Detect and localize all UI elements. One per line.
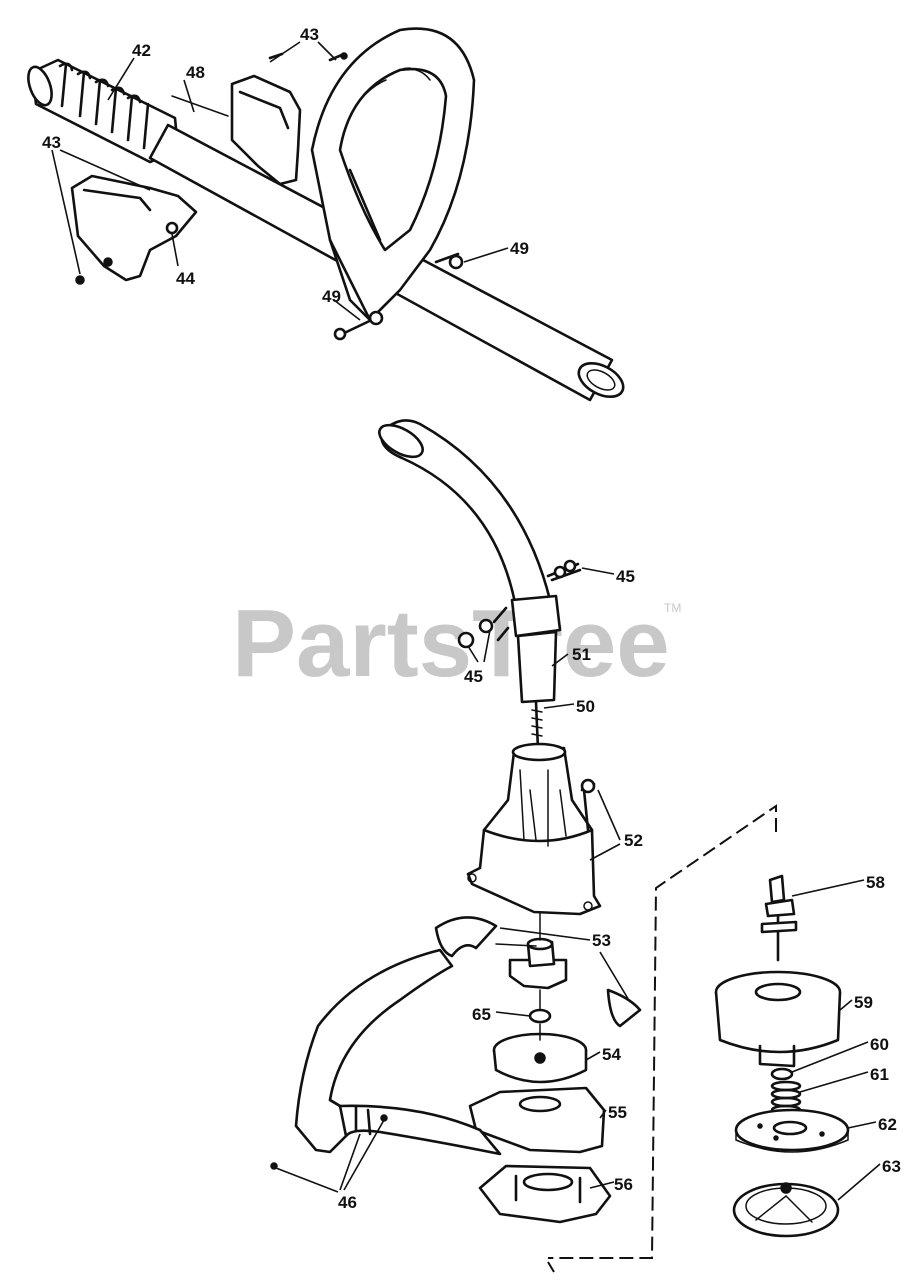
callout-60: 60 [870,1035,889,1054]
callout-45-left: 45 [464,667,483,686]
callout-49-left: 49 [322,287,341,306]
sleeve-51 [516,630,558,704]
spool-59 [714,970,842,1068]
handle-clamp-right [230,52,348,186]
callout-42: 42 [132,41,151,60]
right-leader-lines [791,879,881,1201]
callout-44: 44 [176,269,195,288]
watermark-text: PartsTree [232,590,670,697]
bolt-49-left [333,310,384,341]
cap-63 [732,1182,840,1238]
handle-clamp-left [70,174,198,285]
lower-shaft-assembly [270,419,642,1224]
callout-58: 58 [866,873,885,892]
clutch-53 [434,916,642,1028]
callout-50: 50 [576,697,595,716]
nut-43-left [75,275,85,285]
callout-53: 53 [592,931,611,950]
tube-collar [510,594,562,638]
callout-49-right: 49 [510,239,529,258]
callout-51: 51 [572,645,591,664]
debris-guard [270,948,502,1170]
callout-46: 46 [338,1193,357,1212]
drive-shaft-50 [534,700,540,752]
screws-45-top [546,559,582,582]
washer-65 [528,1008,552,1024]
callout-52: 52 [624,831,643,850]
drum-54 [492,1032,588,1084]
callout-43-left: 43 [42,133,61,152]
callout-61: 61 [870,1065,889,1084]
plate-55 [468,1086,606,1154]
plate-56 [478,1164,612,1224]
callout-45-top: 45 [616,567,635,586]
handle-assembly [27,27,625,402]
callout-62: 62 [878,1115,897,1134]
nuts-45-left [457,618,494,649]
screw-46-a [270,1162,278,1170]
detail-box-outline [548,804,777,1259]
spool-head-assembly [714,874,850,1238]
callout-54: 54 [602,1045,621,1064]
callout-labels: 42 43 43 44 48 49 49 45 45 51 50 52 53 6… [42,25,901,1212]
lower-leader-lines [275,567,631,1193]
loop-handle [310,27,476,322]
bolt-49-right [434,252,464,270]
callout-43-top: 43 [300,25,319,44]
callout-59: 59 [854,993,873,1012]
callout-65: 65 [472,1005,491,1024]
throttle-grip [27,58,180,164]
pin-48 [171,95,229,117]
upper-leader-lines [51,41,509,321]
bolt-58 [760,874,798,962]
callout-63: 63 [882,1157,901,1176]
washer-60 [770,1067,794,1081]
callout-48: 48 [186,63,205,82]
gear-housing-52 [466,742,602,916]
hub-62 [734,1108,850,1153]
callout-56: 56 [614,1175,633,1194]
watermark-tm: TM [664,601,681,615]
callout-55: 55 [608,1103,627,1122]
